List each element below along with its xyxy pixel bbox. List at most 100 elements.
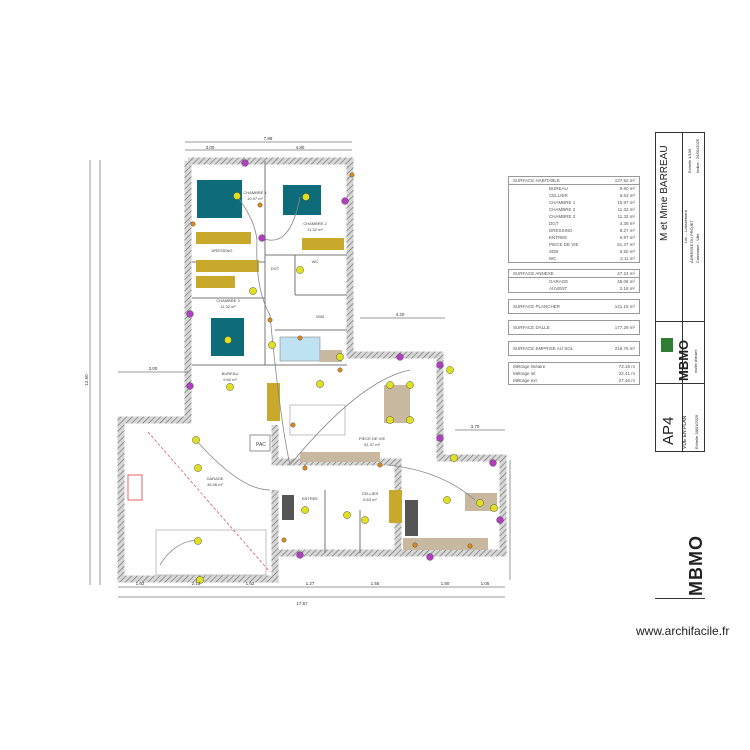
value: 11.32 m² — [617, 214, 635, 219]
index-date: Indice : 26/01/2025 — [695, 138, 700, 173]
dim-bottom-segment: 2.13 — [192, 581, 201, 586]
light-point-icon — [302, 193, 310, 201]
power-socket-icon — [290, 422, 296, 428]
electrical-wiring — [159, 195, 476, 566]
living-furniture — [155, 404, 346, 576]
network-socket-icon — [396, 353, 404, 361]
network-socket-icon — [496, 516, 504, 524]
watermark: www.archifacile.fr — [636, 624, 730, 638]
network-socket-icon — [241, 159, 249, 167]
dim-top-total: 7.88 — [264, 136, 273, 141]
bathtub-icon — [279, 336, 321, 362]
light-point-icon — [386, 416, 394, 424]
project-line: Lot ... Lotissement — [683, 210, 688, 243]
light-point-icon — [450, 454, 458, 462]
surface-row: DGT 4.38 m² — [509, 220, 639, 227]
label: Métrage int — [513, 371, 536, 376]
light-point-icon — [386, 381, 394, 389]
power-socket-icon — [190, 221, 196, 227]
value: 22.41 m — [618, 371, 635, 376]
company-logo-icon — [661, 338, 673, 352]
power-socket-icon — [257, 202, 263, 208]
dim-right-b: 3.70 — [471, 424, 480, 429]
light-point-icon — [194, 537, 202, 545]
dim-bottom-segment: 1.62 — [246, 581, 255, 586]
value: 2.11 m² — [620, 256, 635, 261]
room-label-garage: GARAGE — [206, 476, 223, 481]
light-point-icon — [194, 464, 202, 472]
dimension-lines — [89, 141, 511, 598]
dim-bottom-segment: 1.27 — [306, 581, 315, 586]
power-socket-icon — [377, 462, 383, 468]
plan-name: VUE EN PLAN — [682, 415, 688, 449]
value: 11.32 m² — [617, 207, 635, 212]
room-label-chambre3: CHAMBRE 3 — [216, 298, 240, 303]
room-area: 10.97 m² — [247, 196, 263, 201]
project-line: Commune - Ville — [695, 233, 700, 264]
title-block: M et Mme BARREAU Lot ... Lotissement ADR… — [655, 132, 705, 452]
divider — [655, 598, 705, 599]
light-point-icon — [196, 576, 204, 584]
label: Métrage ext — [513, 378, 537, 383]
light-point-icon — [233, 192, 241, 200]
room-label-cellier: CELLIER — [362, 491, 379, 496]
power-socket-icon — [297, 335, 303, 341]
power-socket-icon — [467, 543, 473, 549]
value: 4.38 m² — [619, 221, 635, 226]
network-socket-icon — [186, 310, 194, 318]
room-label-chambre1: CHAMBRE 1 — [243, 190, 267, 195]
label: DRESSING — [549, 228, 573, 233]
value: 51.37 m² — [617, 242, 635, 247]
light-point-icon — [476, 499, 484, 507]
room-label-dgt: DGT — [271, 266, 280, 271]
company-name: MBMO — [676, 339, 691, 381]
label: SURFACE DALLE — [513, 325, 550, 330]
appliances — [282, 495, 418, 536]
network-socket-icon — [341, 197, 349, 205]
light-point-icon — [443, 496, 451, 504]
value: 9.60 m² — [619, 186, 635, 191]
power-socket-icon — [267, 317, 273, 323]
value: 6.97 m² — [619, 235, 635, 240]
label: DGT — [549, 221, 559, 226]
room-area: 11.32 m² — [220, 304, 236, 309]
label: PIECE DE VIE — [549, 242, 579, 247]
network-socket-icon — [426, 553, 434, 561]
network-socket-icon — [258, 234, 266, 242]
label: SURFACE PLANCHER — [513, 304, 561, 309]
label: BUREAU — [549, 186, 568, 191]
surface-row: AUVENT 2.18 m² — [509, 285, 639, 292]
value: 72.18 m — [618, 364, 635, 369]
room-label-sdb: SDB — [316, 314, 325, 319]
room-label-wc: WC — [312, 259, 319, 264]
room-label-piece-de-vie: PIECE DE VIE — [359, 436, 386, 441]
light-point-icon — [192, 436, 200, 444]
value: 177.29 m² — [614, 325, 635, 330]
company-subtitle: maître d'œuvre — [694, 349, 698, 373]
room-label-bureau: BUREAU — [222, 371, 239, 376]
label: AUVENT — [549, 286, 568, 291]
dim-bottom-segment: 1.55 — [371, 581, 380, 586]
room-label-dressing: DRESSING — [212, 248, 233, 253]
room-area: 51.37 m² — [364, 442, 380, 447]
value: 218.76 m² — [614, 346, 635, 351]
dim-right-a: 4.20 — [396, 312, 405, 317]
network-socket-icon — [489, 459, 497, 467]
light-point-icon — [490, 504, 498, 512]
client-name: M et Mme BARREAU — [659, 145, 670, 241]
dim-left-total: 12.50 — [84, 374, 89, 386]
network-socket-icon — [186, 382, 194, 390]
value: 2.18 m² — [619, 286, 635, 291]
light-point-icon — [301, 506, 309, 514]
power-socket-icon — [337, 367, 343, 373]
dim-bottom-segment: 1.05 — [481, 581, 490, 586]
pac-unit — [249, 434, 271, 452]
